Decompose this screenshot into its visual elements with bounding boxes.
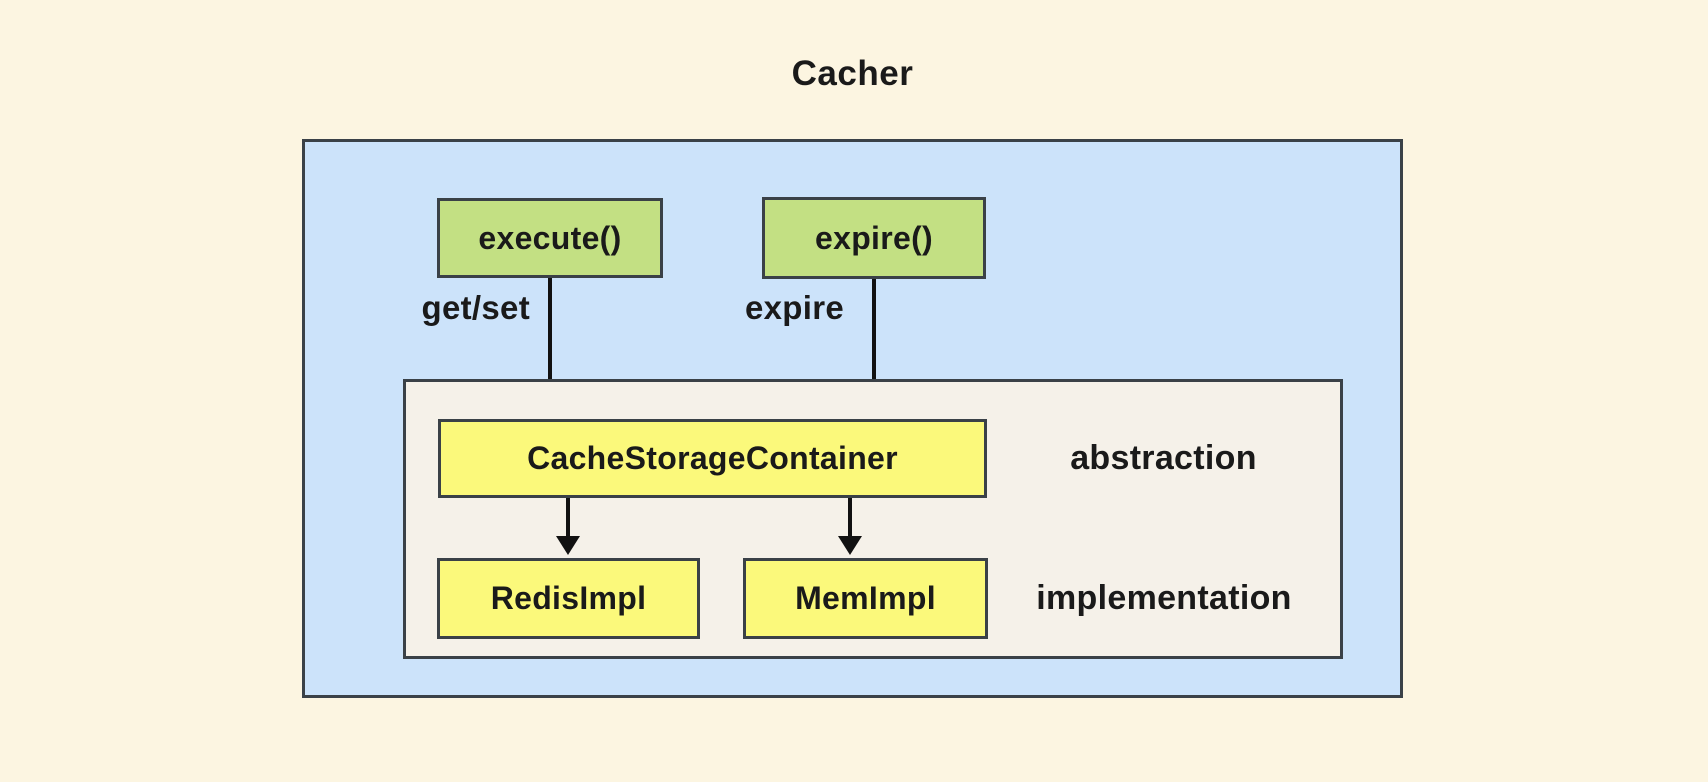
implementation-layer-label: implementation <box>1036 579 1292 617</box>
arrow-shaft <box>872 279 876 403</box>
storage-inner-box: CacheStorageContainer abstraction RedisI… <box>403 379 1343 659</box>
arrow-shaft <box>848 498 852 539</box>
cacher-outer-box: execute() expire() get/set expire CacheS… <box>302 139 1403 698</box>
get-set-edge-label: get/set <box>421 289 530 326</box>
mem-impl-box: MemImpl <box>743 558 988 639</box>
mem-impl-label: MemImpl <box>795 580 936 616</box>
container-to-mem-arrow <box>838 498 862 555</box>
redis-impl-box: RedisImpl <box>437 558 700 639</box>
container-to-redis-arrow <box>556 498 580 555</box>
cache-storage-container-label: CacheStorageContainer <box>527 440 898 476</box>
abstraction-layer-label: abstraction <box>1070 439 1257 477</box>
arrow-shaft <box>548 278 552 403</box>
execute-method-label: execute() <box>478 219 622 256</box>
arrow-shaft <box>566 498 570 539</box>
diagram-title: Cacher <box>791 54 914 93</box>
execute-method-box: execute() <box>437 198 663 278</box>
cache-storage-container-box: CacheStorageContainer <box>438 419 987 498</box>
expire-method-label: expire() <box>815 219 933 256</box>
expire-method-box: expire() <box>762 197 986 279</box>
expire-edge-label: expire <box>745 289 845 326</box>
arrow-head-icon <box>838 536 862 555</box>
redis-impl-label: RedisImpl <box>490 580 647 616</box>
arrow-head-icon <box>556 536 580 555</box>
